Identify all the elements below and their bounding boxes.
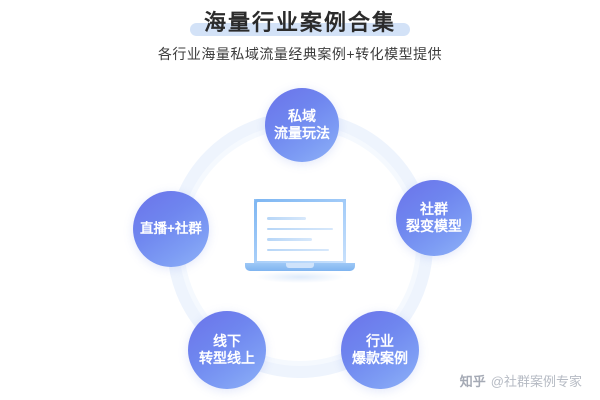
bubble-label-line1: 行业 xyxy=(366,332,394,349)
bubble-offline-to-online[interactable]: 线下 转型线上 xyxy=(188,311,266,389)
screen-text-line xyxy=(267,227,333,230)
watermark-handle: @社群案例专家 xyxy=(490,374,582,389)
header: 海量行业案例合集 xyxy=(0,0,600,38)
bubble-community-fission[interactable]: 社群 裂变模型 xyxy=(396,180,472,256)
bubble-private-domain-traffic[interactable]: 私域 流量玩法 xyxy=(265,88,339,162)
bubble-live-stream-community[interactable]: 直播+社群 xyxy=(133,191,209,267)
laptop-trackpad-notch xyxy=(286,263,314,268)
bubble-label-line2: 爆款案例 xyxy=(352,350,408,366)
laptop-icon xyxy=(245,199,355,283)
bubble-industry-hot-cases[interactable]: 行业 爆款案例 xyxy=(341,311,419,389)
bubble-label-line2: 流量玩法 xyxy=(274,125,330,141)
bubble-label-line1: 线下 xyxy=(213,332,241,349)
page-title: 海量行业案例合集 xyxy=(189,8,410,38)
laptop-shadow xyxy=(256,271,344,283)
bubble-label-line2: 裂变模型 xyxy=(406,218,462,234)
title-highlight-bar xyxy=(189,23,410,36)
screen-text-line xyxy=(267,238,312,241)
screen-text-line xyxy=(267,248,329,251)
screen-text-line xyxy=(267,217,306,220)
watermark: 知乎 @社群案例专家 xyxy=(460,371,582,390)
page-subtitle: 各行业海量私域流量经典案例+转化模型提供 xyxy=(157,46,443,62)
page-title-text: 海量行业案例合集 xyxy=(203,10,396,35)
bubble-label-line1: 社群 xyxy=(420,200,448,217)
bubble-label-line1: 私域 xyxy=(288,107,316,124)
laptop-screen-border xyxy=(254,199,346,264)
bubble-label-line2: 转型线上 xyxy=(199,350,255,366)
laptop-screen-content-lines xyxy=(267,217,335,259)
watermark-logo: 知乎 xyxy=(459,374,486,389)
bubble-label-line1: 直播+社群 xyxy=(140,220,202,236)
